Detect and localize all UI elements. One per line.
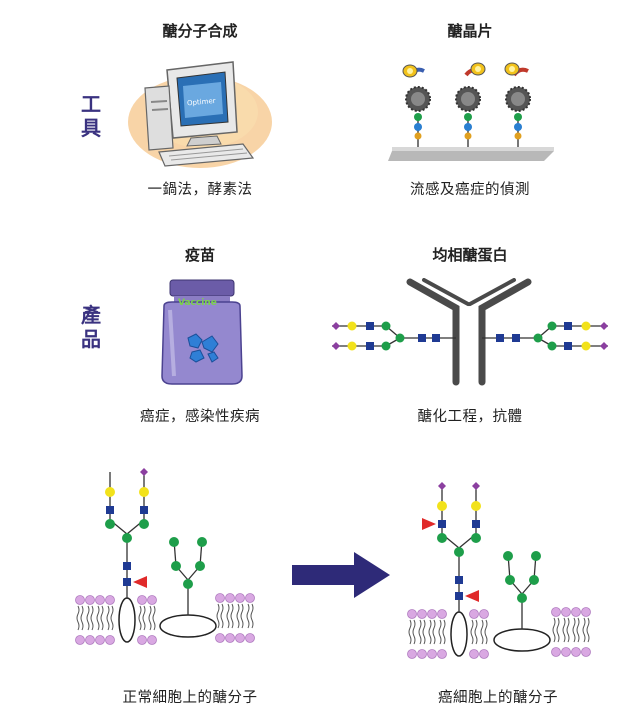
vaccine-jar: Vaccine bbox=[161, 279, 243, 385]
glycan-array-title: 醣晶片 bbox=[447, 22, 493, 40]
normal-cell-caption: 正常細胞上的醣分子 bbox=[122, 690, 258, 706]
jar-label: Vaccine bbox=[178, 298, 217, 308]
side-label-tools: 工具 bbox=[81, 92, 101, 140]
vaccine-title: 疫苗 bbox=[184, 246, 215, 264]
side-label-products: 產品 bbox=[81, 303, 101, 351]
glycoprotein-title: 均相醣蛋白 bbox=[432, 246, 508, 264]
membrane-left bbox=[75, 593, 255, 645]
computer-illustration: Optimer bbox=[128, 61, 272, 168]
antibody-glycoprotein bbox=[332, 278, 608, 386]
glycan-array-caption: 流感及癌症的偵測 bbox=[410, 182, 530, 198]
screen-text: Optimer bbox=[187, 97, 216, 107]
glycoprotein-caption: 醣化工程，抗體 bbox=[417, 409, 523, 425]
cancer-cell-glycans bbox=[407, 482, 591, 659]
cancer-cell-caption: 癌細胞上的醣分子 bbox=[438, 690, 558, 706]
synthesis-caption: 一鍋法，酵素法 bbox=[147, 182, 253, 198]
glycan-array-illustration bbox=[388, 62, 554, 161]
synthesis-title: 醣分子合成 bbox=[162, 22, 238, 40]
normal-cell-glycans bbox=[75, 468, 255, 645]
vaccine-caption: 癌症，感染性疾病 bbox=[140, 409, 260, 425]
transition-arrow bbox=[292, 552, 390, 598]
